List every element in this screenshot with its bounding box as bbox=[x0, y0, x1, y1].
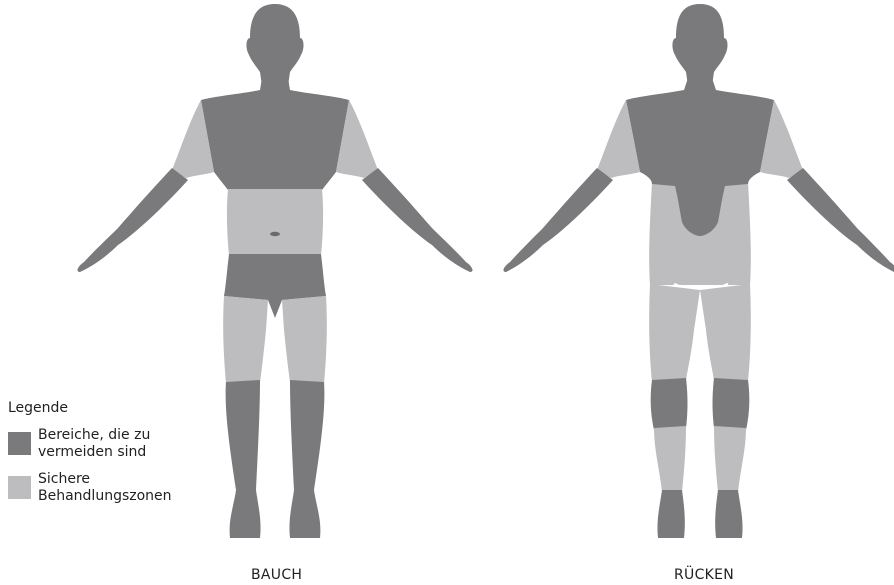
front-right-thigh-zone bbox=[282, 296, 327, 384]
navel-mark bbox=[270, 232, 280, 236]
back-left-forearm bbox=[503, 168, 613, 272]
front-left-thigh-zone bbox=[223, 296, 268, 384]
front-left-forearm bbox=[77, 168, 188, 272]
back-left-calf-zone bbox=[654, 426, 686, 492]
legend-label-avoid-line2: vermeiden sind bbox=[38, 444, 150, 461]
back-head bbox=[672, 4, 727, 86]
legend-swatch-safe bbox=[8, 476, 31, 499]
legend-item-safe: Sichere Behandlungszonen bbox=[8, 471, 172, 505]
legend-swatch-avoid bbox=[8, 432, 31, 455]
back-view-label: RÜCKEN bbox=[674, 567, 734, 583]
front-torso-upper bbox=[201, 78, 349, 190]
legend-label-safe-line1: Sichere bbox=[38, 471, 172, 488]
back-right-foot bbox=[715, 490, 742, 538]
front-head bbox=[246, 4, 303, 86]
back-figure bbox=[503, 4, 894, 538]
front-left-lower-leg bbox=[226, 380, 261, 538]
front-right-forearm bbox=[362, 168, 473, 272]
front-right-lower-leg bbox=[289, 380, 324, 538]
legend-title: Legende bbox=[8, 400, 172, 417]
legend: Legende Bereiche, die zu vermeiden sind … bbox=[8, 400, 172, 515]
legend-label-avoid-line1: Bereiche, die zu bbox=[38, 427, 150, 444]
back-upper-torso bbox=[626, 78, 774, 236]
legend-item-avoid: Bereiche, die zu vermeiden sind bbox=[8, 427, 172, 461]
back-right-forearm bbox=[787, 168, 894, 272]
back-left-knee bbox=[651, 378, 688, 430]
back-right-calf-zone bbox=[714, 426, 746, 492]
back-left-foot bbox=[657, 490, 684, 538]
front-view-label: BAUCH bbox=[251, 567, 302, 583]
back-left-thigh-zone bbox=[649, 284, 700, 382]
back-right-thigh-zone bbox=[700, 284, 751, 382]
legend-label-safe-line2: Behandlungszonen bbox=[38, 488, 172, 505]
front-abdomen-zone bbox=[227, 189, 323, 257]
back-right-knee bbox=[713, 378, 750, 430]
